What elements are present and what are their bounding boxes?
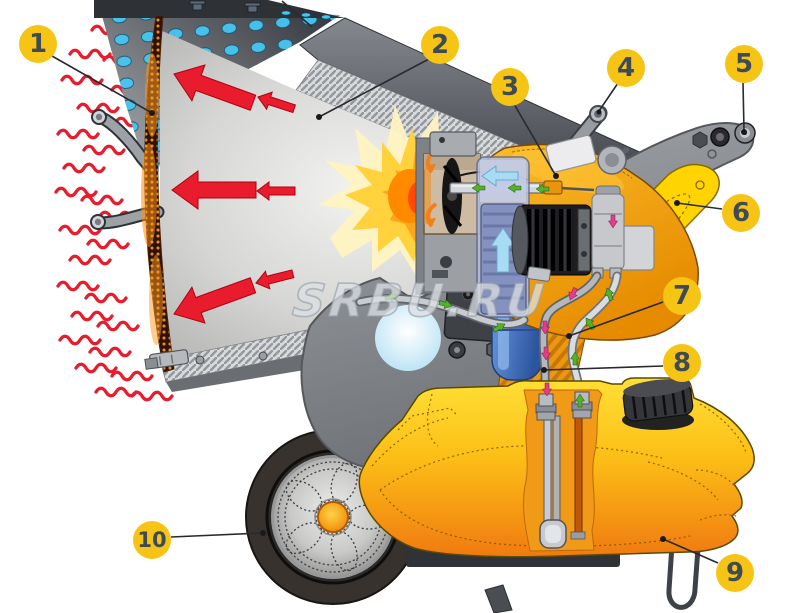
heating-mesh (141, 15, 190, 373)
filter-box (619, 225, 655, 271)
fuel-cap (622, 379, 694, 430)
wheel-hub-cap (317, 501, 349, 533)
support-leg (666, 542, 701, 610)
ignition-unit (545, 134, 629, 175)
callout-6: 6 (722, 194, 760, 232)
callout-3: 3 (491, 68, 529, 106)
callout-7-number: 7 (672, 281, 692, 311)
cropped-leader-line (281, 0, 313, 28)
frame-hole (375, 305, 441, 371)
callout-9-number: 9 (725, 558, 745, 588)
callout-3-number: 3 (500, 72, 520, 102)
callout-10-number: 10 (137, 527, 167, 552)
return-tube (574, 413, 583, 535)
tank-cutaway (522, 389, 603, 552)
callout-2: 2 (421, 26, 459, 64)
mesh-clamp (144, 349, 190, 370)
callout-2-number: 2 (430, 30, 450, 60)
callout-4: 4 (607, 49, 645, 87)
fan-motor (511, 204, 592, 276)
fan-housing (476, 156, 530, 318)
callout-7: 7 (663, 277, 701, 315)
leader-lines (51, 55, 747, 564)
callout-8-number: 8 (672, 348, 692, 378)
callout-9: 9 (716, 554, 754, 592)
callout-6-number: 6 (731, 198, 751, 228)
junction-box (429, 131, 477, 157)
callout-10: 10 (133, 521, 171, 559)
frame-foot (484, 584, 513, 613)
callout-1: 1 (19, 25, 57, 63)
callout-5-number: 5 (734, 49, 754, 79)
callout-1-number: 1 (28, 29, 48, 59)
airflow-arrows (481, 165, 519, 273)
burner-unit (415, 131, 699, 341)
callout-8: 8 (663, 344, 701, 382)
callout-5: 5 (725, 45, 763, 83)
callout-4-number: 4 (616, 53, 636, 83)
fuel-pump (591, 185, 625, 279)
